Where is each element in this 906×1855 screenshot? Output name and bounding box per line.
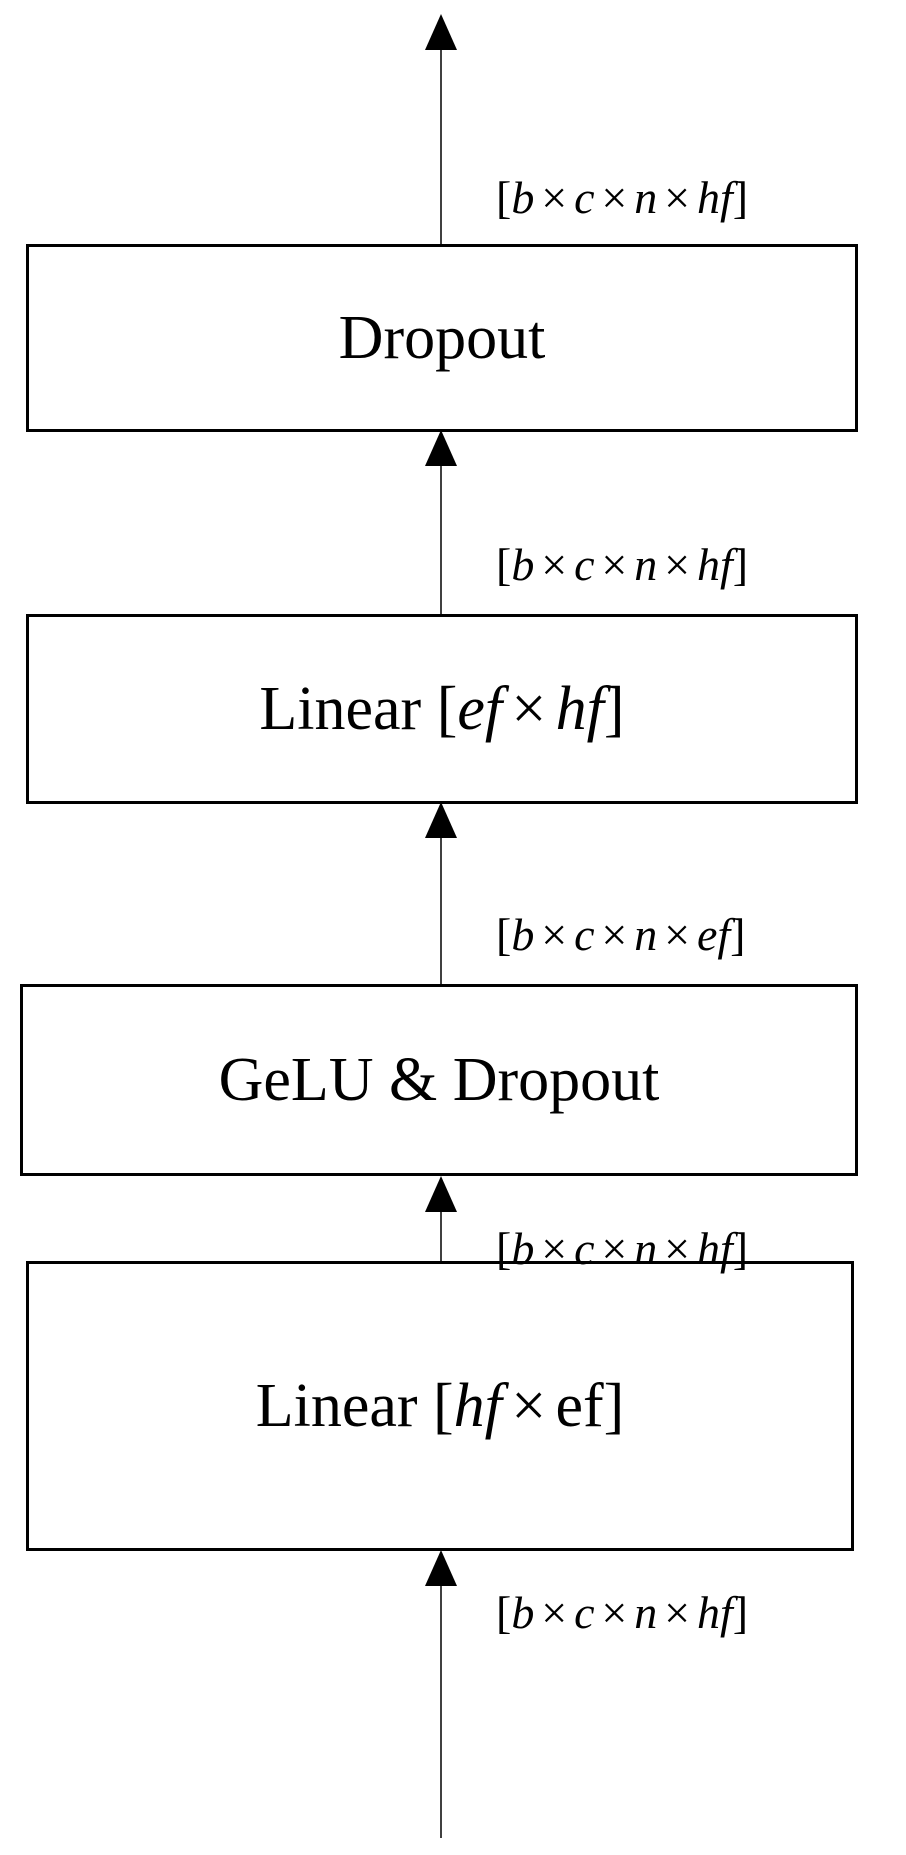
shape-label-after-linear-1: [b×c×n×hf] (496, 1223, 749, 1274)
layer-linear-hf-ef: Linear [hf×ef] (26, 1261, 854, 1551)
layer-gelu-dropout: GeLU & Dropout (20, 984, 858, 1176)
shape-label-output: [b×c×n×hf] (496, 172, 749, 223)
arrow-input-head (425, 1550, 457, 1586)
layer-dropout: Dropout (26, 244, 858, 432)
layer-linear-ef-hf-label: Linear [ef×hf] (259, 674, 625, 743)
shape-label-input: [b×c×n×hf] (496, 1587, 749, 1638)
layer-linear-hf-ef-label: Linear [hf×ef] (255, 1371, 625, 1440)
shape-label-after-gelu: [b×c×n×ef] (496, 909, 746, 960)
arrow-linear1-gelu-head (425, 1176, 457, 1212)
arrow-linear2-dropout-head (425, 430, 457, 466)
layer-gelu-dropout-label: GeLU & Dropout (218, 1045, 660, 1114)
arrow-gelu-linear2-head (425, 802, 457, 838)
arrow-output-head (425, 14, 457, 50)
shape-label-after-linear-2: [b×c×n×hf] (496, 539, 749, 590)
layer-dropout-label: Dropout (338, 303, 546, 372)
layer-linear-ef-hf: Linear [ef×hf] (26, 614, 858, 804)
